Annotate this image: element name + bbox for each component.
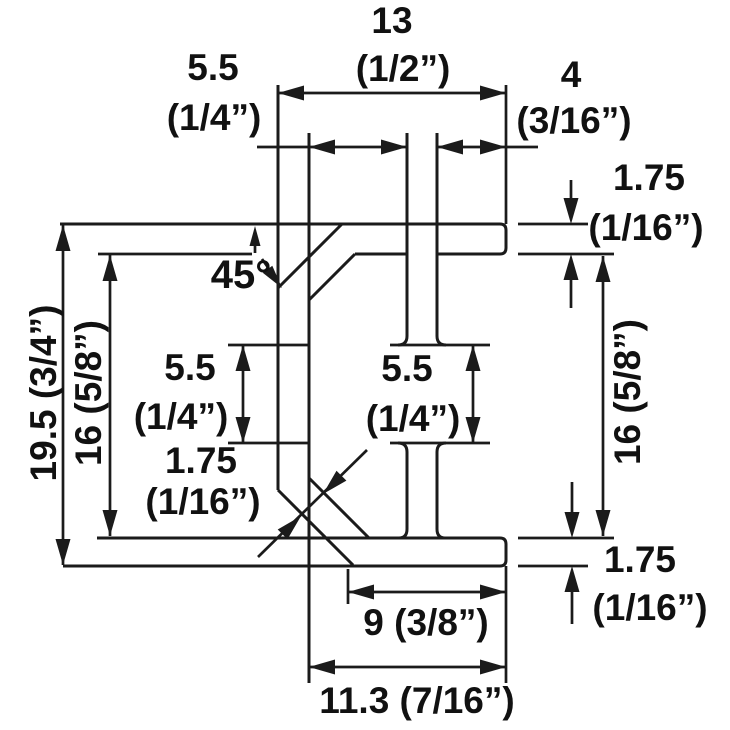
arrow-inner-right-bottom — [595, 510, 611, 536]
arrow-wall-leader-lower — [277, 516, 301, 540]
arrow-left-slot-bottom — [235, 417, 251, 443]
arrow-flange-tr-up — [563, 254, 579, 280]
arrow-flange-br-down — [564, 512, 580, 538]
bottom-flange-outline — [63, 536, 508, 568]
arrow-left-slot-top — [235, 345, 251, 371]
label-wall-thickness-mm: 1.75 — [165, 440, 237, 481]
label-right-flange-in: (3/16”) — [516, 100, 631, 141]
label-middle-slot-mm: 5.5 — [381, 348, 432, 389]
arrow-bottom-overall-right — [480, 659, 506, 675]
arrow-right-flange-right — [480, 139, 506, 155]
arrow-right-flange-left — [437, 139, 463, 155]
top-flange-outline — [60, 222, 508, 256]
label-flange-br-mm: 1.75 — [604, 539, 676, 580]
arrow-top-width-left — [278, 85, 304, 101]
label-inner-height-left: 16 (5/8”) — [68, 320, 109, 466]
arrow-middle-slot-top — [465, 345, 481, 371]
left-slot-tick-lines — [228, 343, 309, 445]
label-flange-tr-mm: 1.75 — [613, 157, 685, 198]
arrow-flange-br-up — [564, 566, 580, 592]
arrow-top-width-right — [480, 85, 506, 101]
label-overall-height: 19.5 (3/4”) — [23, 305, 64, 482]
right-side-extension-stubs — [518, 222, 614, 568]
arrow-web-gap-right — [381, 139, 407, 155]
label-wall-thickness-in: (1/16”) — [145, 481, 260, 522]
arrow-bottom-width-left — [348, 584, 374, 600]
label-web-gap-in: (1/4”) — [167, 97, 262, 138]
bottom-inner-chamfer — [307, 476, 371, 540]
arrow-angle-leader — [262, 265, 282, 288]
arrow-inner-right-top — [595, 256, 611, 282]
arrow-wall-leader-upper — [323, 470, 347, 494]
label-top-width-mm: 13 — [371, 0, 412, 41]
arrow-overall-top — [55, 225, 71, 251]
wall-thickness-leader — [257, 449, 368, 558]
label-flange-br-in: (1/16”) — [592, 587, 707, 628]
bottom-outer-chamfer — [276, 488, 355, 567]
label-right-flange-mm: 4 — [561, 54, 582, 95]
arrow-bottom-overall-left — [309, 659, 335, 675]
label-flange-tr-in: (1/16”) — [588, 207, 703, 248]
label-bottom-width: 9 (3/8”) — [363, 602, 488, 643]
arrow-middle-slot-bottom — [465, 417, 481, 443]
label-top-width-in: (1/2”) — [356, 48, 451, 89]
dimension-arrowheads — [55, 85, 611, 675]
label-inner-height-right: 16 (5/8”) — [607, 319, 648, 465]
arrow-bottom-width-right — [480, 584, 506, 600]
dimension-lines — [61, 91, 605, 669]
middle-web-upper — [397, 133, 447, 347]
arrow-angle-surface — [249, 226, 261, 246]
label-web-gap-mm: 5.5 — [187, 47, 238, 88]
label-chamfer-angle: 45° — [211, 253, 272, 297]
label-left-slot-mm: 5.5 — [164, 347, 215, 388]
dimension-labels: 13 (1/2”) 5.5 (1/4”) 4 (3/16”) 1.75 (1/1… — [23, 0, 708, 721]
arrow-inner-left-bottom — [102, 510, 118, 536]
label-left-slot-in: (1/4”) — [134, 396, 229, 437]
arrow-flange-tr-down — [563, 198, 579, 224]
arrow-web-gap-left — [309, 139, 335, 155]
extension-lines — [98, 85, 614, 683]
arrow-overall-bottom — [55, 539, 71, 565]
arrow-inner-left-top — [102, 255, 118, 281]
label-bottom-overall-width: 11.3 (7/16”) — [319, 680, 514, 721]
middle-web-lower — [397, 441, 447, 540]
label-middle-slot-in: (1/4”) — [366, 398, 461, 439]
top-inner-chamfer — [307, 252, 357, 302]
